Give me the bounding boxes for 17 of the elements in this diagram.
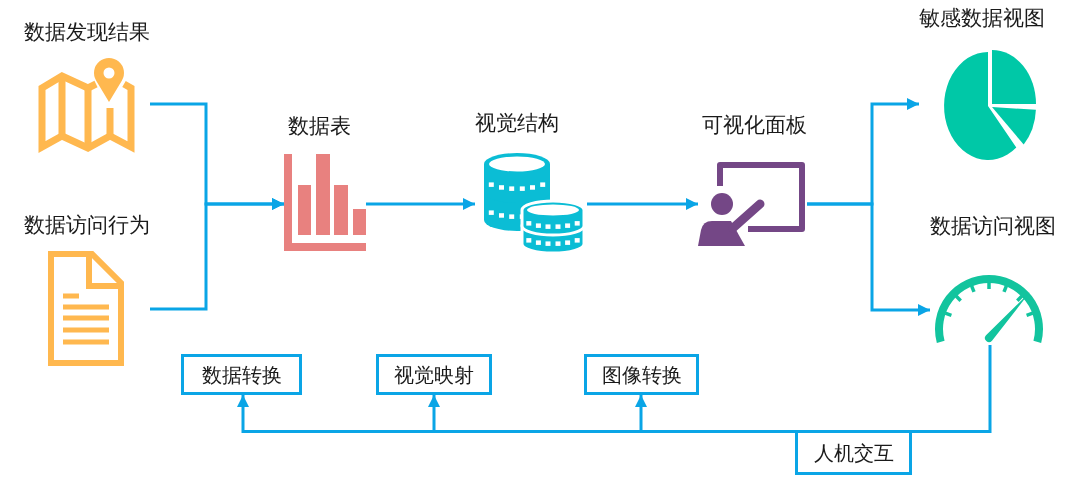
icon-label: 数据发现结果: [24, 20, 150, 44]
process-box: 图像转换: [584, 354, 699, 395]
icon-label: 数据访问行为: [24, 213, 150, 237]
arrow: [807, 202, 930, 316]
icon-label: 数据访问视图: [930, 214, 1056, 238]
arrow: [587, 198, 698, 210]
process-box: 人机交互: [795, 430, 912, 475]
icon-label: 可视化面板: [702, 113, 807, 137]
process-box: 数据转换: [181, 354, 302, 395]
process-box: 视觉映射: [376, 354, 492, 395]
icon-label: 数据表: [288, 114, 351, 138]
arrow: [150, 198, 284, 311]
arrow: [635, 395, 795, 433]
icon-label: 敏感数据视图: [919, 6, 1045, 30]
connector-line: [912, 345, 992, 433]
icon-label: 视觉结构: [475, 111, 559, 135]
arrow: [366, 198, 475, 210]
